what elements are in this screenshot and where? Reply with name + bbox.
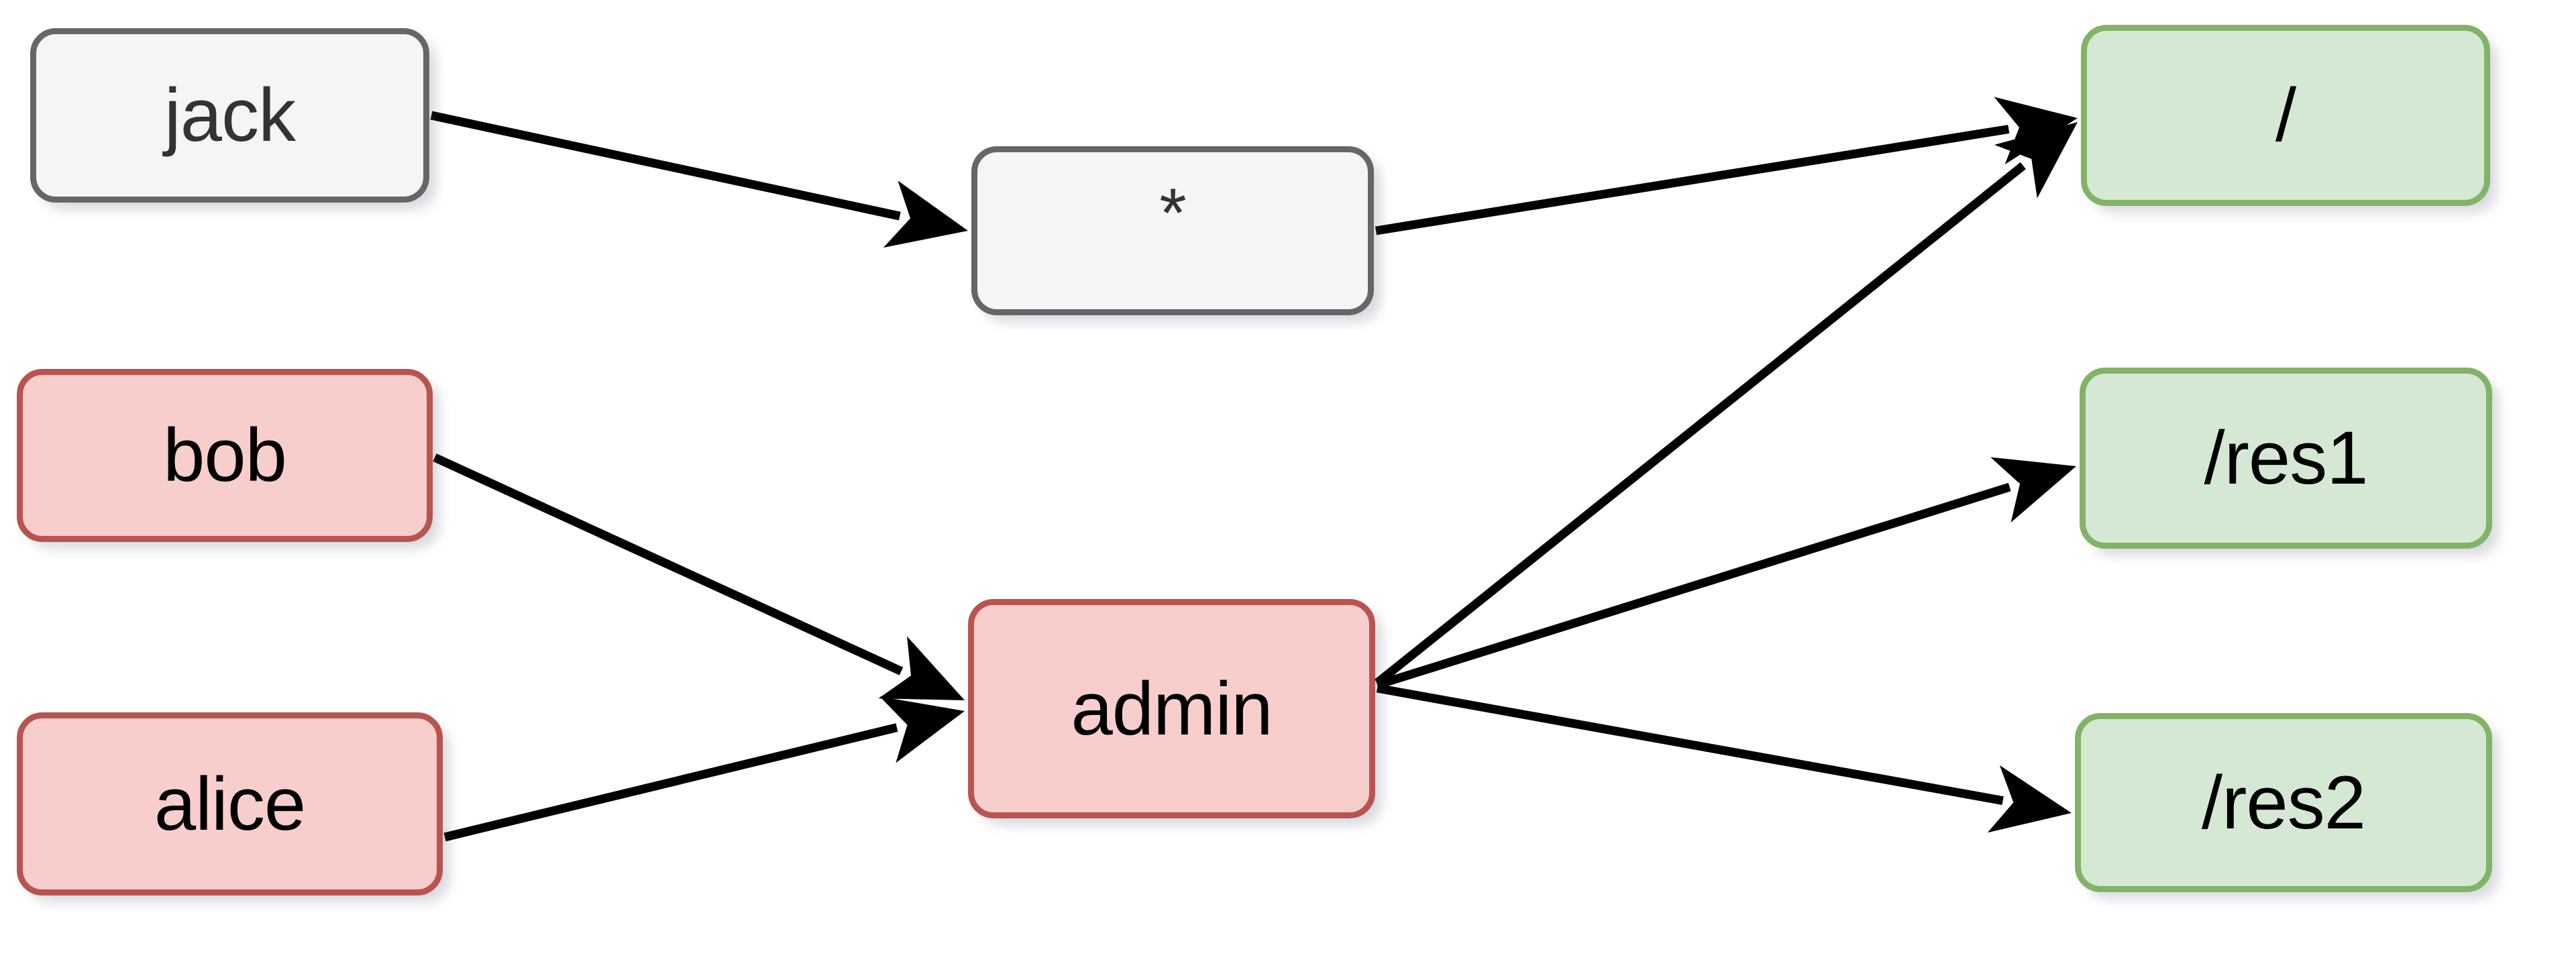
graph-edge[interactable] (430, 111, 968, 248)
graph-edge[interactable] (1376, 684, 2072, 833)
node-label: alice (154, 761, 306, 846)
node-wildcard[interactable]: * (971, 146, 1374, 315)
node-label: / (2275, 73, 2296, 157)
edge-arrowhead (1987, 765, 2072, 833)
node-admin[interactable]: admin (968, 599, 1375, 818)
edge-arrowhead (879, 696, 965, 763)
edge-line (430, 111, 901, 221)
edge-arrowhead (878, 636, 965, 700)
graph-edge[interactable] (1374, 122, 2078, 687)
node-label: * (1159, 174, 1186, 252)
node-root[interactable]: / (2081, 25, 2490, 206)
graph-edge[interactable] (1376, 457, 2076, 690)
edge-arrowhead (1990, 457, 2076, 523)
node-label: jack (164, 73, 296, 157)
edge-line (433, 453, 904, 675)
node-res1[interactable]: /res1 (2080, 368, 2492, 549)
edge-line (1376, 684, 2004, 806)
node-label: admin (1071, 666, 1273, 751)
graph-edge[interactable] (443, 696, 965, 842)
node-label: /res1 (2204, 416, 2369, 500)
edge-arrowhead (883, 180, 968, 248)
edge-arrowhead (1994, 122, 2078, 199)
graph-edge[interactable] (433, 453, 965, 700)
edge-line (1376, 482, 2011, 690)
node-res2[interactable]: /res2 (2075, 713, 2492, 892)
edge-line (1374, 162, 2026, 687)
node-jack[interactable]: jack (30, 28, 429, 203)
edge-line (1375, 125, 2010, 235)
node-alice[interactable]: alice (17, 712, 443, 895)
node-bob[interactable]: bob (17, 369, 433, 542)
node-label: /res2 (2202, 760, 2366, 845)
edge-line (443, 723, 898, 842)
node-label: bob (163, 413, 287, 497)
